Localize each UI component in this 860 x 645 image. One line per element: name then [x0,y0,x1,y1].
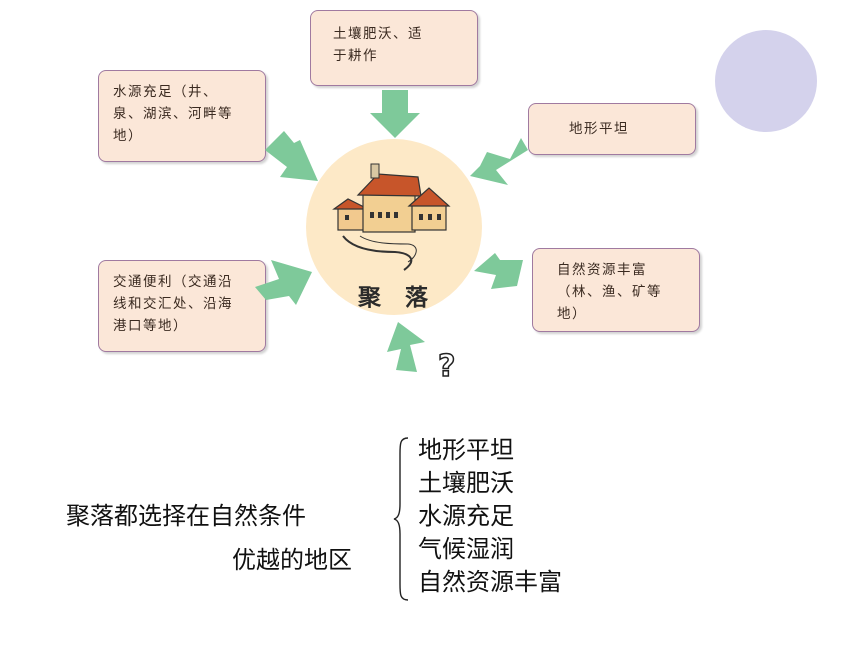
arrow-top [370,90,420,138]
condition-line: 地） [113,128,143,144]
condition-line: 水源充足（井、 [113,84,218,100]
brace-icon [393,437,409,601]
summary-statement-line2: 优越的地区 [232,546,352,574]
condition-box-terrain: 地形平坦 [528,103,696,155]
summary-statement: 聚落都选择在自然条件 优越的地区 [66,496,358,580]
summary-item: 自然资源丰富 [418,568,562,596]
summary-item: 土壤肥沃 [418,469,514,497]
condition-box-resources: 自然资源丰富 （林、渔、矿等 地） [532,248,700,332]
summary-item: 地形平坦 [418,436,514,464]
condition-line: 港口等地） [113,318,188,334]
condition-box-soil: 土壤肥沃、适 于耕作 [310,10,478,86]
decorative-circle [715,30,817,132]
condition-line: 地） [557,306,587,322]
summary-statement-line1: 聚落都选择在自然条件 [66,502,306,530]
condition-line: 土壤肥沃、适 [333,26,423,42]
settlement-label: 聚 落 [357,285,436,311]
condition-line: 地形平坦 [569,121,629,137]
arrow-right [474,253,523,289]
summary-list: 地形平坦 土壤肥沃 水源充足 气候湿润 自然资源丰富 [418,434,562,599]
condition-box-transport: 交通便利（交通沿 线和交汇处、沿海 港口等地） [98,260,266,352]
condition-line: 自然资源丰富 [557,262,647,278]
condition-box-water: 水源充足（井、 泉、湖滨、河畔等 地） [98,70,266,162]
condition-line: 泉、湖滨、河畔等 [113,106,233,122]
arrow-left [255,260,312,305]
condition-line: 交通便利（交通沿 [113,274,233,290]
condition-line: （林、渔、矿等 [557,284,662,300]
village-illustration [332,163,451,271]
arrow-top-left [265,131,318,181]
condition-line: 线和交汇处、沿海 [113,296,233,312]
arrow-bottom [387,322,425,372]
question-mark: ? [437,349,456,385]
summary-item: 水源充足 [418,502,514,530]
condition-line: 于耕作 [333,48,378,64]
summary-item: 气候湿润 [418,535,514,563]
arrow-top-right [470,138,528,185]
